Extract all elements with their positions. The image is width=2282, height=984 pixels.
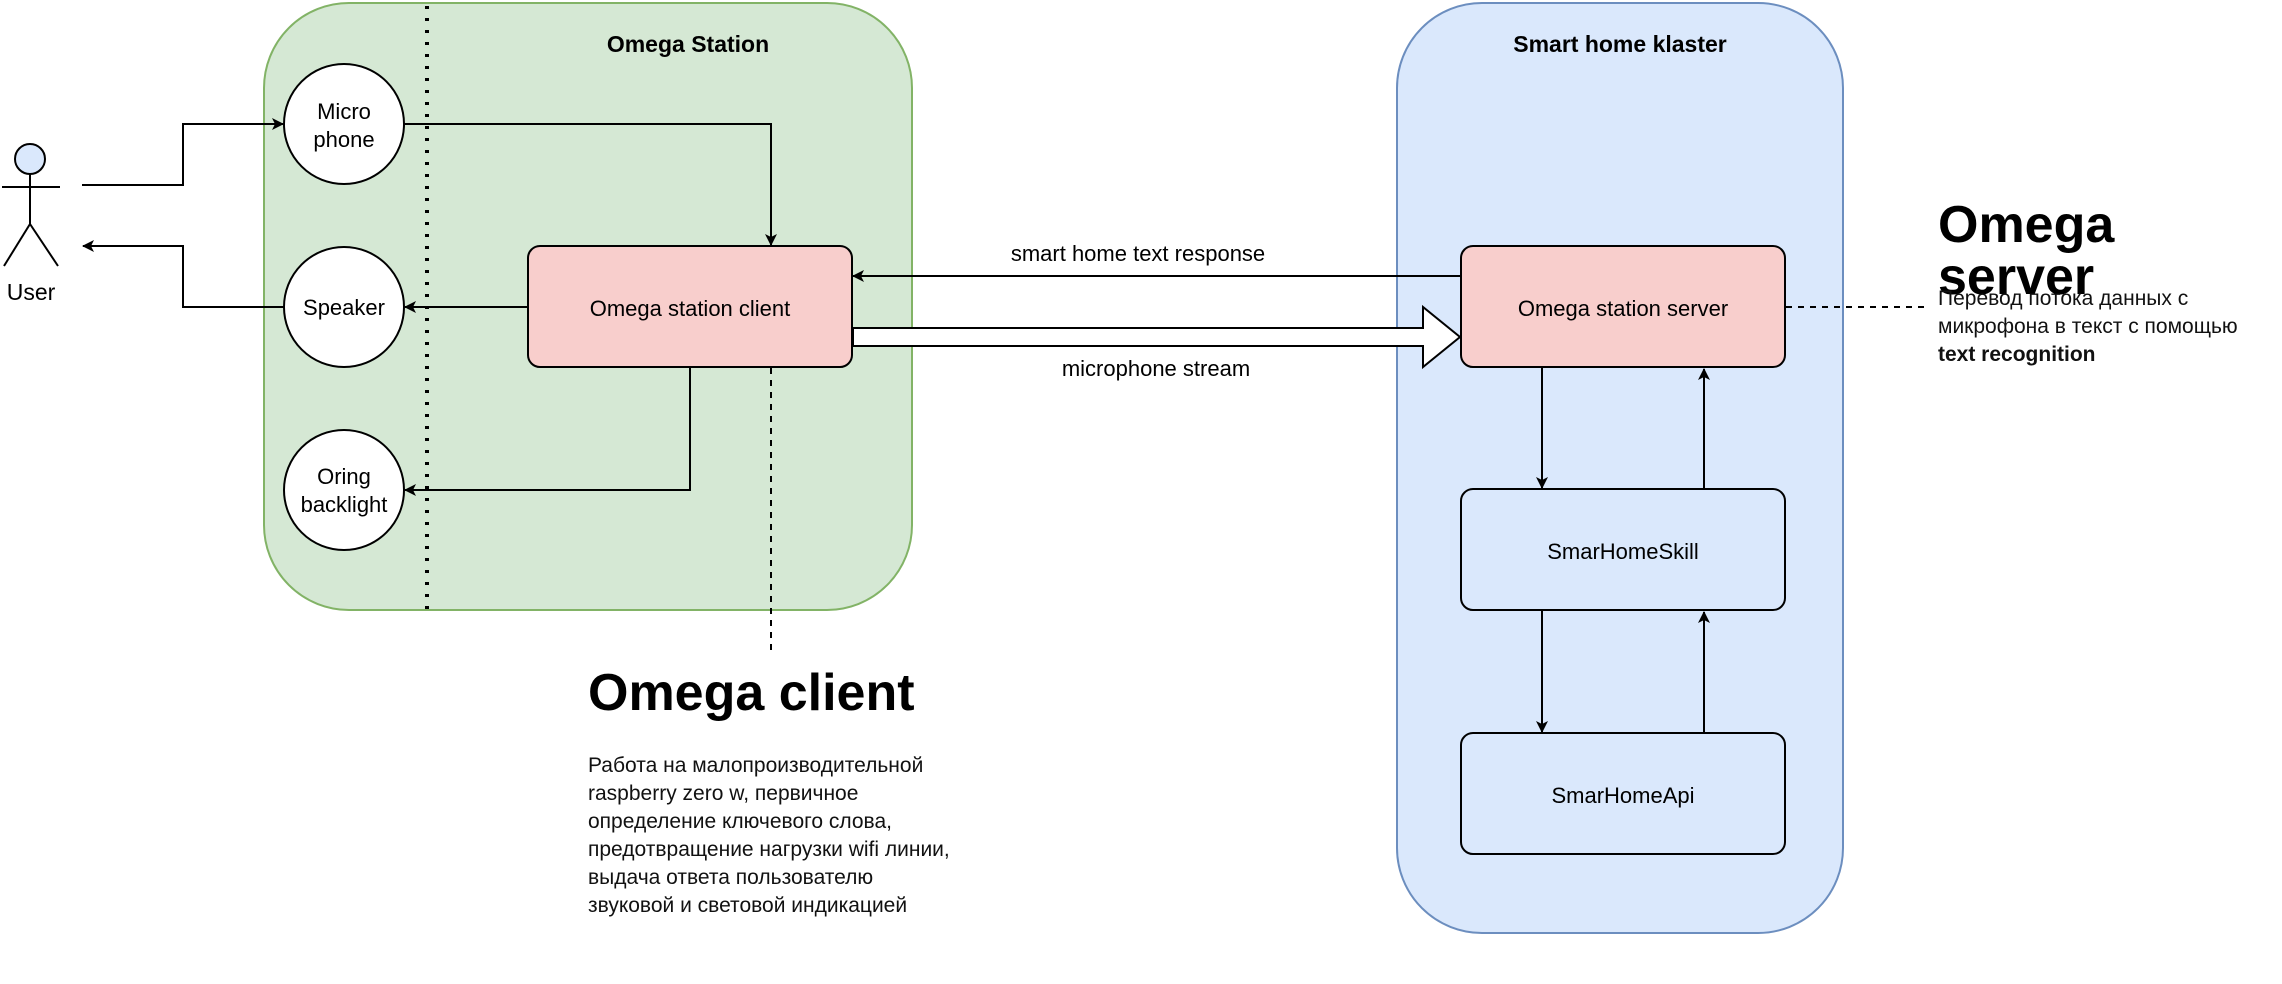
speaker-label: Speaker: [303, 295, 385, 320]
omega-client-note-title: Omega client: [588, 664, 915, 722]
backlight-node[interactable]: [283, 429, 405, 551]
microphone-node[interactable]: [283, 63, 405, 185]
smart-home-cluster-title: Smart home klaster: [1513, 31, 1727, 57]
omega-station-client-node[interactable]: [527, 245, 853, 368]
backlight-label-line2: backlight: [301, 492, 388, 517]
user-label: User: [7, 279, 56, 305]
smart-home-cluster-group: [1396, 2, 1844, 934]
omega-server-note-text-main: Перевод потока данных с микрофона в текс…: [1938, 287, 2238, 338]
omega-station-client-label: Omega station client: [590, 296, 791, 321]
omega-client-note-text: Работа на малопроизводительной raspberry…: [588, 754, 950, 917]
smarhomeskill-node[interactable]: [1460, 488, 1786, 611]
smarhomeapi-label: SmarHomeApi: [1551, 783, 1694, 808]
smarhomeskill-label: SmarHomeSkill: [1547, 539, 1699, 564]
smarhomeapi-node[interactable]: [1460, 732, 1786, 855]
backlight-label-line1: Oring: [317, 464, 371, 489]
omega-server-note-title: Omega server: [1938, 196, 2115, 306]
omega-station-server-label: Omega station server: [1518, 296, 1728, 321]
edge-user-to-microphone: [82, 118, 284, 186]
edge-microphone-to-client: [404, 123, 777, 246]
omega-server-note-text-bold: text recognition: [1938, 343, 2096, 366]
edge-response-label: smart home text response: [1011, 241, 1265, 266]
omega-station-title: Omega Station: [607, 31, 769, 57]
microphone-label-line1: Micro: [317, 99, 371, 124]
omega-station-server-node[interactable]: [1460, 245, 1786, 368]
edge-client-to-backlight: [404, 368, 691, 496]
edge-client-to-server-stream: [852, 304, 1462, 370]
edge-speaker-to-user: [82, 240, 284, 308]
edge-stream-label: microphone stream: [1062, 356, 1250, 381]
omega-server-note-text: Перевод потока данных с микрофона в текс…: [1938, 285, 2268, 369]
microphone-label-line2: phone: [313, 127, 374, 152]
user-actor-icon: [2, 143, 60, 267]
